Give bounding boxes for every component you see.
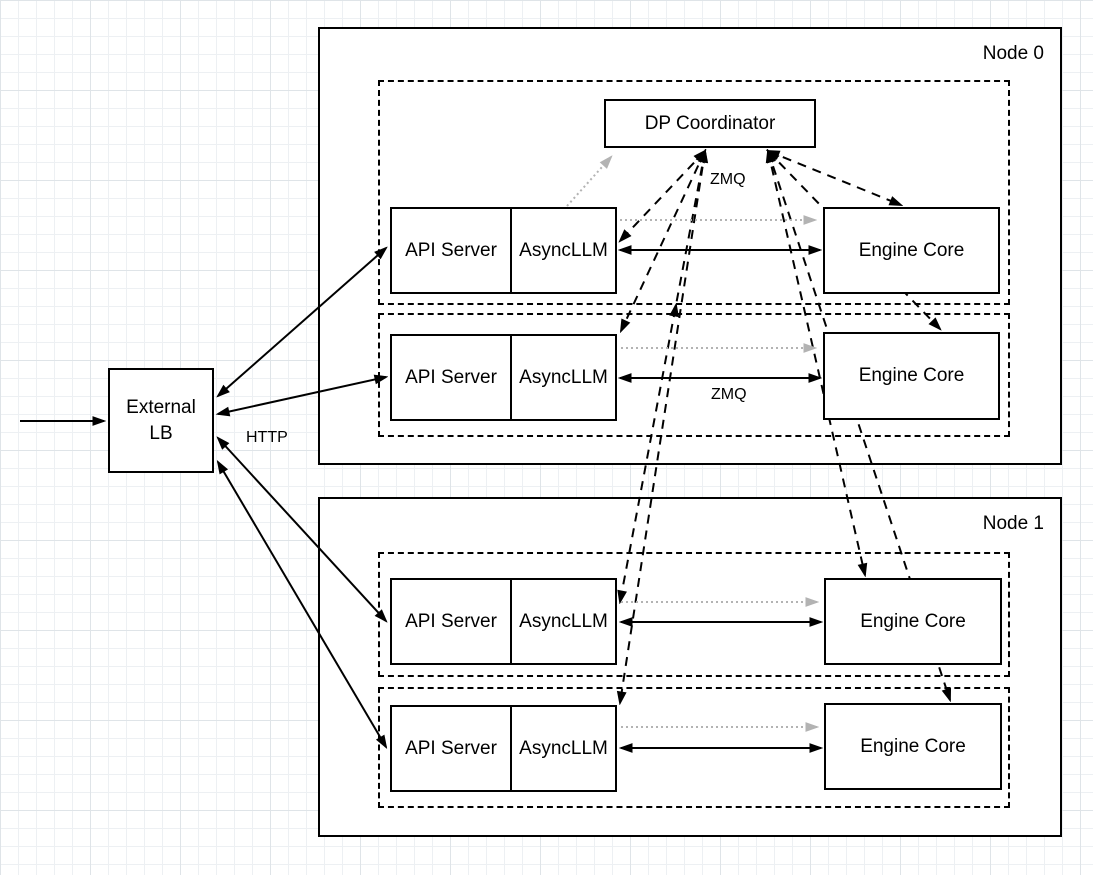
http-edge-label: HTTP <box>246 429 288 446</box>
asyncllm-label: AsyncLLM <box>519 610 608 632</box>
external-lb-label-line2: LB <box>149 422 173 444</box>
coordinator-asyncllm-mid-arrow <box>675 305 677 314</box>
lb-connectors <box>20 248 386 747</box>
node1-row1-api-asyncllm-box: API Server AsyncLLM <box>390 705 617 792</box>
api-server-label: API Server <box>392 209 512 292</box>
node0-row1-api-asyncllm-box: API Server AsyncLLM <box>390 334 617 421</box>
engine-core-label: Engine Core <box>860 610 966 632</box>
node0-label: Node 0 <box>982 43 1044 64</box>
api-server-label: API Server <box>392 707 512 790</box>
external-lb-label-line1: External <box>126 396 196 418</box>
coordinator-asyncllm-links <box>620 151 705 703</box>
asyncllm-label: AsyncLLM <box>519 239 608 261</box>
dp-coordinator-label: DP Coordinator <box>644 112 776 134</box>
api-server-label: API Server <box>392 336 512 419</box>
node1-label: Node 1 <box>982 513 1044 534</box>
node1-row0-engine-core-box: Engine Core <box>824 578 1002 665</box>
node1-row1-engine-core-box: Engine Core <box>824 703 1002 790</box>
node0-row1-engine-core-box: Engine Core <box>823 332 1000 420</box>
dp-coordinator-box: DP Coordinator <box>604 99 816 148</box>
asyncllm-engine-links <box>620 250 821 748</box>
zmq-coordinator-edge-label: ZMQ <box>710 171 746 188</box>
asyncllm-label: AsyncLLM <box>519 366 608 388</box>
node1-row0-api-asyncllm-box: API Server AsyncLLM <box>390 578 617 665</box>
zmq-row-edge-label: ZMQ <box>711 386 747 403</box>
asyncllm-label: AsyncLLM <box>519 737 608 759</box>
external-lb-box: External LB <box>108 368 214 473</box>
api-server-label: API Server <box>392 580 512 663</box>
engine-core-label: Engine Core <box>858 365 965 387</box>
handshake-links <box>566 157 817 727</box>
node0-row0-engine-core-box: Engine Core <box>823 207 1000 294</box>
engine-core-label: Engine Core <box>858 239 965 261</box>
node0-row0-api-asyncllm-box: API Server AsyncLLM <box>390 207 617 294</box>
engine-core-label: Engine Core <box>860 735 966 757</box>
